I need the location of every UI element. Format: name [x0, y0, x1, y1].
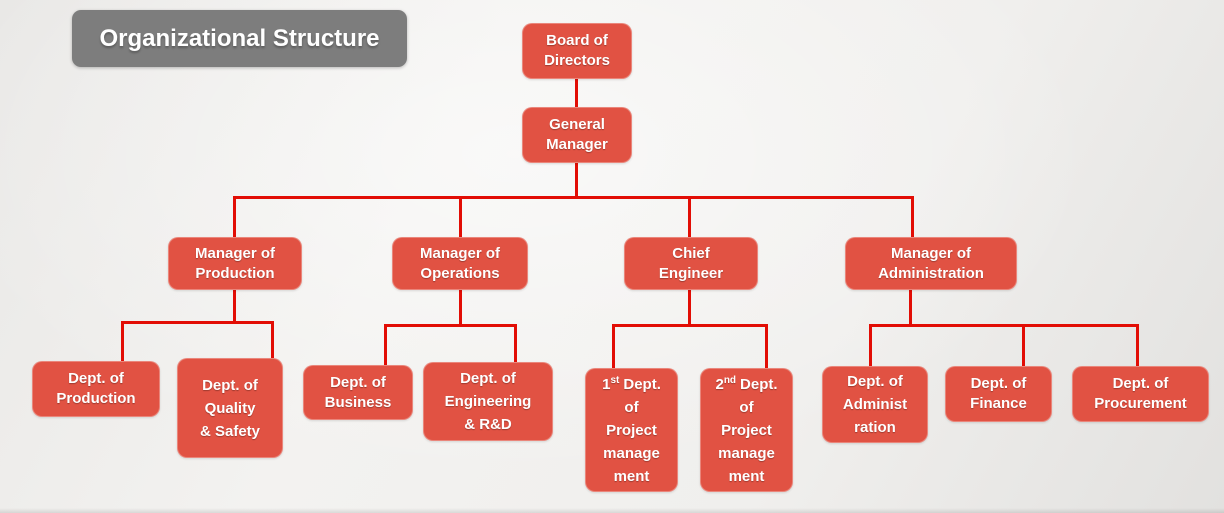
connector-drop-operations	[459, 196, 462, 238]
connector-drop-dept-quality	[271, 321, 274, 358]
node-label-line: Board of	[546, 32, 608, 49]
node-label-line: Directors	[544, 52, 610, 69]
node-label-line: of	[624, 398, 639, 416]
org-node-dept-business: Dept. of Business	[303, 365, 413, 420]
node-label-line: Quality	[204, 399, 256, 417]
node-label-line: ment	[613, 467, 650, 485]
node-label-line: Dept. of	[970, 375, 1027, 392]
ordinal-rest: Dept.	[623, 375, 661, 393]
node-label-line: Operations	[420, 264, 500, 282]
org-node-manager-of-administration: Manager of Administration	[845, 237, 1017, 290]
org-node-manager-of-operations: Manager of Operations	[392, 237, 528, 290]
connector-production-horizontal	[121, 321, 274, 324]
node-label-line: Project	[721, 421, 772, 439]
node-label-line: Project	[606, 421, 657, 439]
connector-production-stem	[233, 289, 236, 323]
connector-drop-dept-project-1	[612, 324, 615, 368]
node-label-line: Dept. of	[460, 370, 516, 387]
node-label-line: of	[739, 398, 754, 416]
connector-chief-stem	[688, 289, 691, 327]
connector-drop-dept-finance	[1022, 324, 1025, 366]
connector-drop-administration	[911, 196, 914, 238]
node-label-line: Dept. of	[1112, 375, 1169, 392]
connector-drop-chief	[688, 196, 691, 238]
node-label-line: Chief	[672, 244, 710, 262]
ordinal-number: 1	[602, 375, 611, 393]
connector-administration-horizontal	[869, 324, 1139, 327]
node-label-line: Manager of	[890, 244, 971, 262]
org-node-dept-procurement: Dept. of Procurement	[1072, 366, 1209, 422]
connector-operations-stem	[459, 289, 462, 327]
node-label-line: Engineering	[444, 393, 532, 410]
node-label-line: Production	[195, 264, 275, 282]
connector-drop-dept-production	[121, 321, 124, 361]
slide-title-text: Organizational Structure	[99, 24, 380, 52]
node-label-line: Finance	[970, 395, 1027, 412]
org-node-general-manager: General Manager	[522, 107, 632, 163]
connector-board-to-gm	[575, 78, 578, 109]
node-label-line: Business	[324, 393, 392, 411]
node-label-line: Dept. of	[68, 370, 124, 387]
connector-main-horizontal	[233, 196, 914, 199]
ordinal-suffix: nd	[723, 374, 737, 386]
node-label-line: Administration	[878, 264, 984, 282]
org-node-dept-quality-safety: Dept. of Quality & Safety	[177, 358, 283, 458]
node-label-line: & R&D	[464, 416, 512, 433]
connector-drop-dept-project-2	[765, 324, 768, 368]
slide-title: Organizational Structure	[72, 10, 407, 67]
org-node-dept-production: Dept. of Production	[32, 361, 160, 417]
node-label-line: Manager of	[194, 244, 275, 262]
node-label-line: Manager of	[419, 244, 500, 262]
node-label-line: Dept. of	[847, 373, 903, 390]
node-label-line: Engineer	[658, 264, 724, 282]
node-label-line: Manager	[546, 136, 608, 153]
connector-administration-stem	[909, 289, 912, 327]
connector-drop-dept-administration	[869, 324, 872, 366]
connector-drop-dept-procurement	[1136, 324, 1139, 366]
node-label-line: Dept. of	[202, 376, 258, 394]
ordinal-number: 2	[715, 375, 724, 393]
node-label-line: & Safety	[199, 422, 261, 440]
ordinal-rest: Dept.	[740, 375, 778, 393]
node-label-line: ration	[854, 419, 896, 436]
org-node-chief-engineer: Chief Engineer	[624, 237, 758, 290]
org-node-dept-engineering-rd: Dept. of Engineering & R&D	[423, 362, 553, 441]
node-label-line: manage	[603, 444, 660, 462]
node-label-line: Administ	[842, 396, 908, 413]
node-label-line: Dept. of	[330, 373, 386, 391]
node-label-line: Production	[56, 390, 136, 407]
connector-drop-production	[233, 196, 236, 238]
ordinal-suffix: st	[610, 374, 620, 386]
connector-chief-horizontal	[612, 324, 768, 327]
node-label-line: ment	[728, 467, 765, 485]
connector-gm-stem	[575, 162, 578, 198]
connector-operations-horizontal	[384, 324, 517, 327]
node-label-line: Procurement	[1094, 395, 1187, 412]
org-node-board-of-directors: Board of Directors	[522, 23, 632, 79]
connector-drop-dept-engineering	[514, 324, 517, 362]
org-node-dept-finance: Dept. of Finance	[945, 366, 1052, 422]
node-label-line: General	[549, 116, 605, 133]
org-node-dept-administration: Dept. of Administ ration	[822, 366, 928, 443]
connector-drop-dept-business	[384, 324, 387, 365]
org-node-manager-of-production: Manager of Production	[168, 237, 302, 290]
node-label-line: manage	[718, 444, 775, 462]
